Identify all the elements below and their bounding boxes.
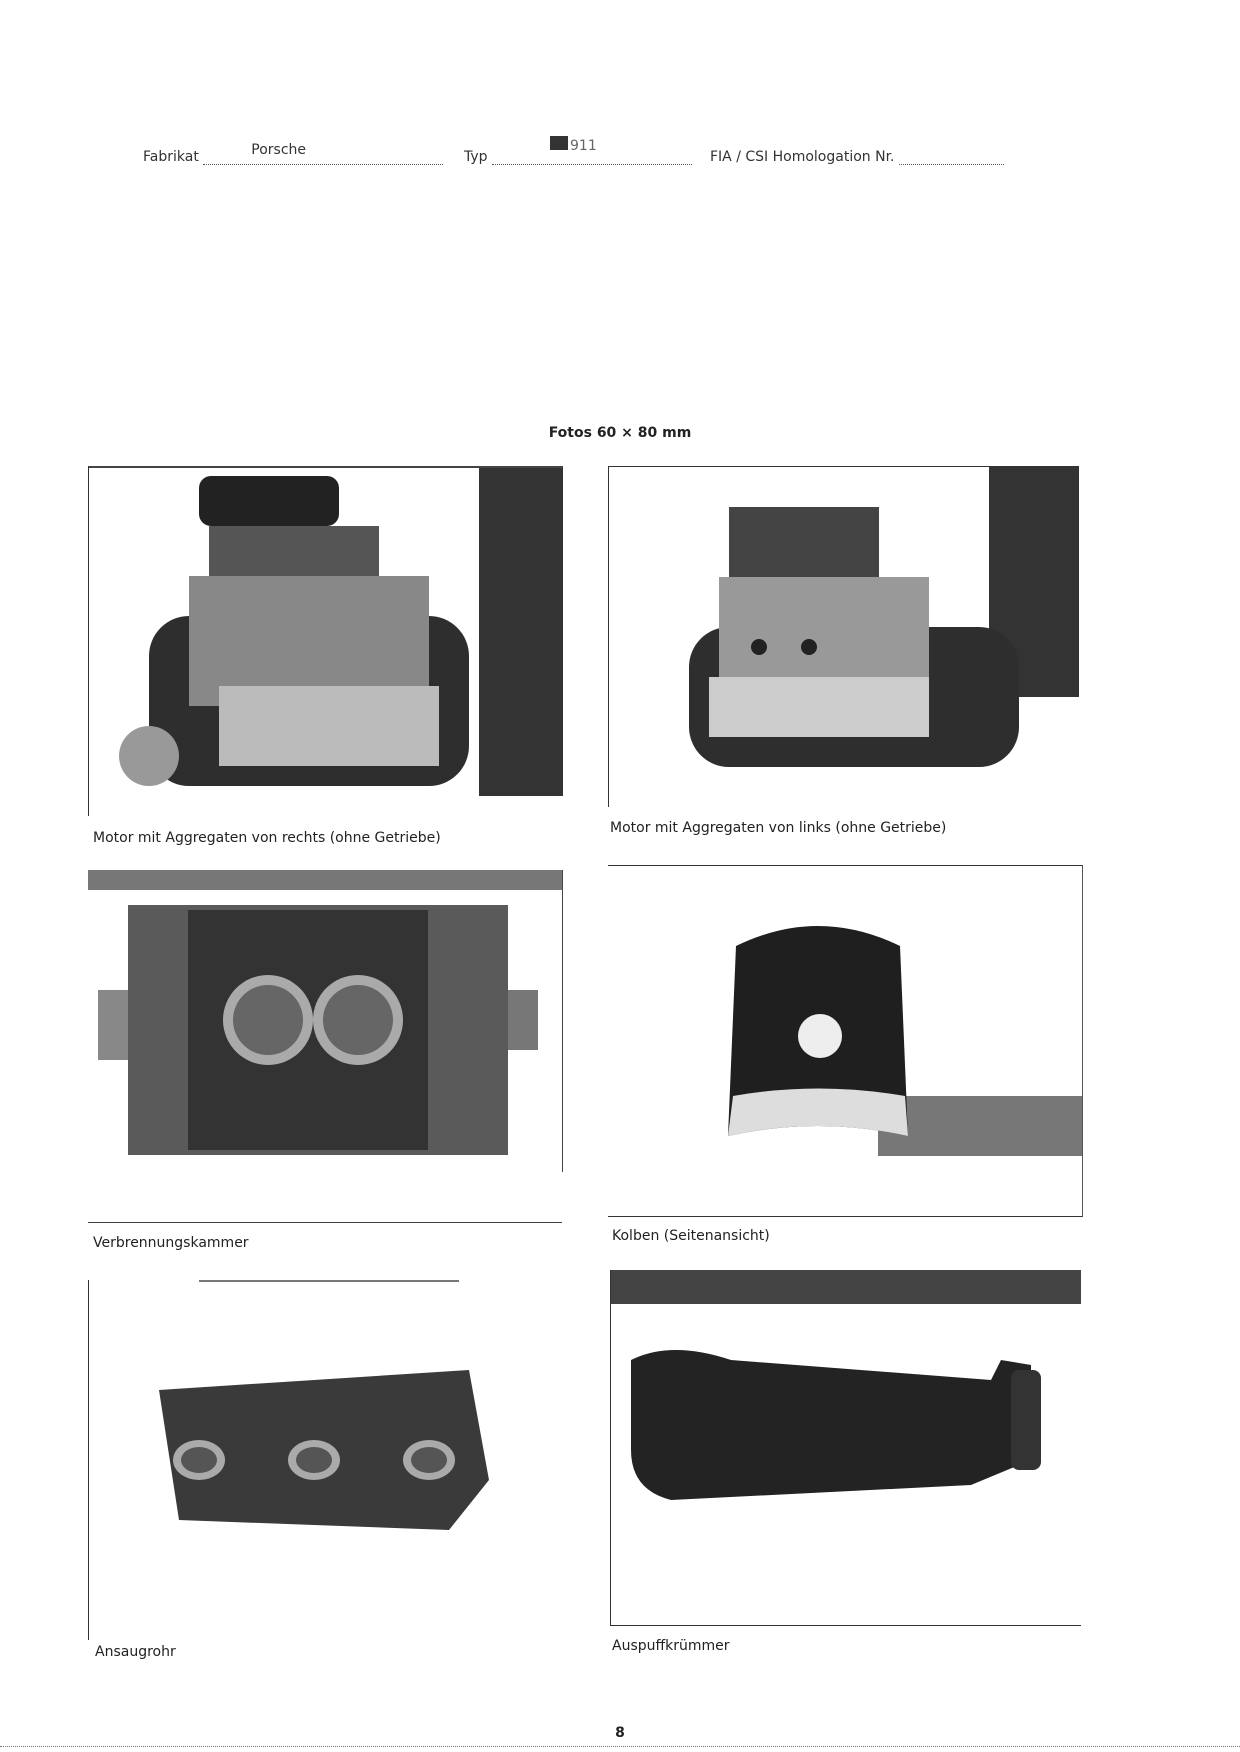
fabrikat-value: Porsche [251,142,307,158]
page-bottom-line [0,1746,1240,1747]
typ-line: 911 [492,136,692,165]
typ-field: Typ 911 [464,136,692,165]
photo-combustion-chamber [88,870,563,1172]
photo-engine-right [88,466,563,816]
photo-caption: Auspuffkrümmer [612,1638,730,1654]
divider [88,1222,562,1223]
photo-caption: Kolben (Seitenansicht) [612,1228,770,1244]
photo-caption: Motor mit Aggregaten von links (ohne Get… [610,820,947,836]
section-title: Fotos 60 × 80 mm [548,425,692,441]
redaction-mark [550,136,568,150]
typ-label: Typ [464,149,488,165]
photo-intake-manifold [88,1280,563,1640]
homologation-line [898,148,1004,165]
fabrikat-label: Fabrikat [143,149,199,165]
homologation-field: FIA / CSI Homologation Nr. [710,148,1004,165]
photo-piston [608,865,1083,1217]
page-number: 8 [615,1725,625,1741]
photo-caption: Motor mit Aggregaten von rechts (ohne Ge… [93,830,441,846]
photo-engine-left [608,466,1079,807]
homologation-label: FIA / CSI Homologation Nr. [710,149,895,165]
fabrikat-line: Porsche [203,142,444,165]
photo-caption: Ansaugrohr [95,1644,176,1660]
photo-exhaust-manifold [610,1270,1081,1626]
typ-value: 911 [570,138,597,154]
photo-caption: Verbrennungskammer [93,1235,249,1251]
fabrikat-field: Fabrikat Porsche [143,142,444,165]
